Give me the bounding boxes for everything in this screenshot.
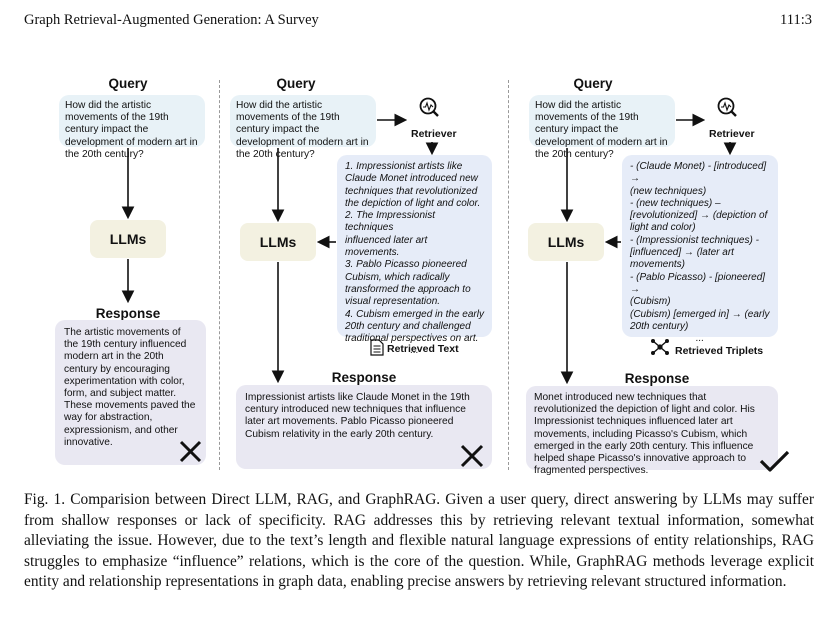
response-box-2: Impressionist artists like Claude Monet … bbox=[236, 385, 492, 469]
cross-mark-icon bbox=[460, 444, 484, 468]
retrieved-text-line: ... bbox=[410, 345, 419, 357]
graph-network-icon bbox=[651, 339, 669, 355]
query-box-2: How did the artistic movements of the 19… bbox=[230, 95, 376, 160]
running-title: Graph Retrieval-Augmented Generation: A … bbox=[24, 12, 319, 28]
response-box-1: The artistic movements of the 19th centu… bbox=[55, 320, 206, 465]
check-mark-icon bbox=[759, 450, 790, 472]
retrieved-triplet-line: (new techniques) bbox=[630, 185, 707, 197]
retrieved-text-line: visual representation. bbox=[345, 296, 441, 308]
retrieved-triplets-box: - (Claude Monet) - [introduced] →(new te… bbox=[622, 155, 778, 344]
retrieved-triplet-line: [influenced] → (later art bbox=[630, 247, 734, 259]
retrieved-triplet-line: ... bbox=[695, 333, 705, 345]
query-title-2: Query bbox=[276, 76, 316, 91]
response-box-3: Monet introduced new techniques that rev… bbox=[526, 386, 778, 476]
cross-mark-icon bbox=[179, 440, 202, 463]
query-box-3: How did the artistic movements of the 19… bbox=[529, 95, 675, 160]
document-icon bbox=[370, 339, 384, 356]
retrieved-text-line: 3. Pablo Picasso pioneered bbox=[345, 259, 467, 271]
query-title-1: Query bbox=[108, 76, 148, 91]
query-title-3: Query bbox=[573, 76, 613, 91]
retriever-magnifier-icon bbox=[419, 97, 439, 117]
retrieved-text-line: Cubism, which radically bbox=[345, 271, 450, 283]
retrieved-text-line: 4. Cubism emerged in the early bbox=[345, 308, 484, 320]
column-divider-2 bbox=[508, 80, 509, 470]
retrieved-text-line: Claude Monet introduced new bbox=[345, 173, 478, 185]
retrieved-text-line: transformed the approach to bbox=[345, 283, 471, 295]
retrieved-triplet-line: - (Pablo Picasso) - [pioneered] → bbox=[630, 271, 766, 295]
retrieved-text-line: traditional perspectives on art. bbox=[345, 333, 479, 345]
retrieved-text-line: 1. Impressionist artists like bbox=[345, 161, 463, 172]
retrieved-text-line: influenced later art movements. bbox=[345, 234, 428, 259]
response-text-3: Monet introduced new techniques that rev… bbox=[534, 392, 755, 477]
retrieved-triplet-line: light and color) bbox=[630, 222, 696, 234]
llm-box-2: LLMs bbox=[240, 223, 316, 261]
response-text-2: Impressionist artists like Claude Monet … bbox=[245, 392, 470, 440]
response-title-3: Response bbox=[624, 371, 690, 386]
retrieved-text-line: the depiction of light and color. bbox=[345, 197, 481, 209]
response-title-1: Response bbox=[95, 306, 161, 321]
response-text-1: The artistic movements of the 19th centu… bbox=[64, 327, 196, 448]
retrieved-triplet-line: - (Impressionist techniques) - bbox=[630, 234, 759, 246]
retrieved-triplet-line: 20th century) bbox=[630, 320, 689, 332]
page-number: 111:3 bbox=[780, 12, 812, 28]
retrieved-triplet-line: - (Claude Monet) - [introduced] → bbox=[630, 161, 767, 185]
retrieved-text-line: 20th century and challenged bbox=[345, 320, 471, 332]
query-box-1: How did the artistic movements of the 19… bbox=[59, 95, 205, 160]
figure-caption: Fig. 1. Comparision between Direct LLM, … bbox=[24, 491, 814, 590]
llm-box-1: LLMs bbox=[90, 220, 166, 258]
retrieved-triplet-line: - (new techniques) – bbox=[630, 197, 721, 209]
retrieved-triplet-line: (Cubism) bbox=[630, 296, 671, 308]
retrieved-triplet-line: (Cubism) [emerged in] → (early bbox=[630, 308, 770, 320]
retrieved-triplet-line: [revolutionized] → (depiction of bbox=[630, 210, 768, 222]
retrieved-triplet-line: movements) bbox=[630, 259, 686, 271]
response-title-2: Response bbox=[331, 370, 397, 385]
retrieved-text-line: 2. The Impressionist techniques bbox=[345, 210, 436, 234]
column-divider-1 bbox=[219, 80, 220, 470]
retriever-label-3: Retriever bbox=[709, 128, 755, 140]
retrieved-text-line: techniques that revolutionized bbox=[345, 185, 478, 197]
retriever-label-2: Retriever bbox=[411, 128, 457, 140]
llm-box-3: LLMs bbox=[528, 223, 604, 261]
retriever-magnifier-icon bbox=[717, 97, 737, 117]
retrieved-triplets-label: Retrieved Triplets bbox=[675, 345, 764, 357]
retrieved-text-label: Retrieved Text bbox=[387, 343, 459, 355]
